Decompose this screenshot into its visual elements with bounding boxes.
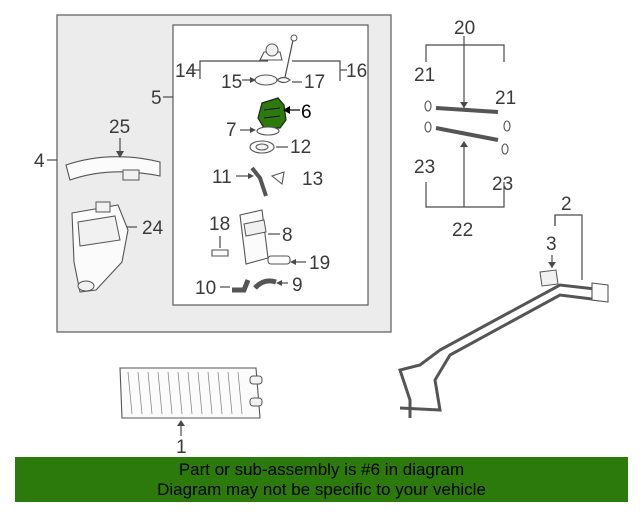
part-25-hose <box>65 138 161 181</box>
part-17-clip <box>276 76 302 84</box>
callout-21-left: 21 <box>414 65 435 86</box>
callout-5: 5 <box>151 88 162 109</box>
exploded-parts-diagram: 1 2 3 4 5 6 7 8 9 10 11 12 13 14 15 16 1… <box>34 14 609 457</box>
callout-7: 7 <box>226 120 237 141</box>
callout-23-left: 23 <box>414 157 435 178</box>
callout-15: 15 <box>221 72 242 93</box>
callout-2: 2 <box>561 194 572 215</box>
part-18-connector <box>211 236 229 257</box>
callout-13: 13 <box>302 169 323 190</box>
part-15-ring <box>242 74 278 86</box>
callout-14: 14 <box>175 61 197 82</box>
callout-22: 22 <box>452 220 473 241</box>
part-14-cap <box>259 43 283 61</box>
callout-12: 12 <box>290 137 311 158</box>
part-24-reservoir <box>71 201 137 293</box>
part-2-lines <box>398 214 609 418</box>
part-20-22-hoses <box>424 36 511 208</box>
part-7-gasket <box>240 126 280 136</box>
callout-18: 18 <box>209 214 230 235</box>
callout-23-right: 23 <box>492 174 513 195</box>
part-12-seal <box>249 140 288 154</box>
part-16-dipstick <box>283 39 294 83</box>
callout-6-highlighted: 6 <box>301 102 312 123</box>
notice-line-2: Diagram may not be specific to your vehi… <box>157 480 486 499</box>
callout-17: 17 <box>304 72 325 93</box>
callout-3: 3 <box>546 234 557 255</box>
callout-4: 4 <box>34 151 45 172</box>
diagram-notice-banner: Part or sub-assembly is #6 in diagram Di… <box>15 457 628 502</box>
callout-24: 24 <box>142 218 164 239</box>
callout-11: 11 <box>212 167 232 188</box>
callout-9: 9 <box>292 275 303 296</box>
callout-21-right: 21 <box>495 88 516 109</box>
part-19-sleeve <box>267 255 306 265</box>
callout-8: 8 <box>282 225 293 246</box>
part-9-hose <box>253 278 288 290</box>
part-10-hose <box>220 279 251 293</box>
part-13-fitting <box>270 171 285 186</box>
callout-1: 1 <box>176 437 187 457</box>
callout-25: 25 <box>109 117 130 138</box>
callout-10: 10 <box>195 278 216 299</box>
notice-line-1: Part or sub-assembly is #6 in diagram <box>178 460 465 479</box>
callout-19: 19 <box>309 253 330 274</box>
part-1-cooler <box>119 367 263 436</box>
part-6-highlighted <box>257 97 300 129</box>
part-11-tube <box>236 166 268 197</box>
callout-16: 16 <box>346 61 367 82</box>
callout-20: 20 <box>454 18 475 39</box>
